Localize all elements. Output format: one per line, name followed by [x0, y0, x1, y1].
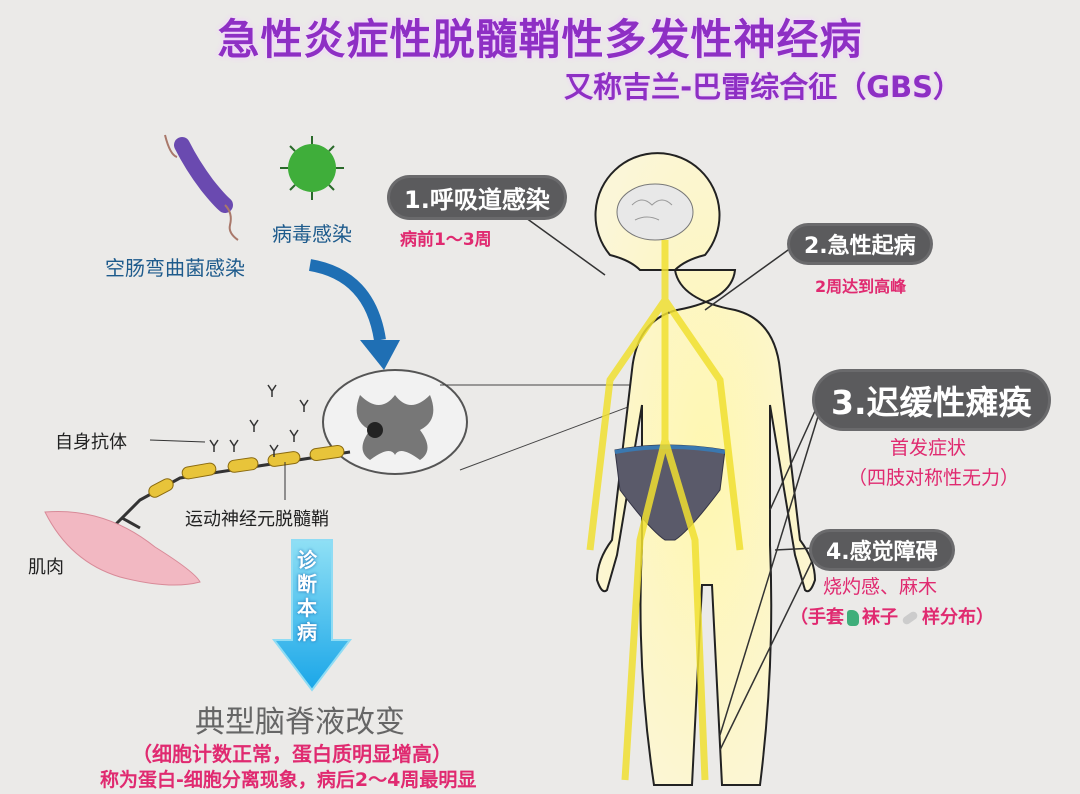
page-title: 急性炎症性脱髓鞘性多发性神经病 [217, 15, 863, 64]
stage-pointer-lines [514, 209, 821, 751]
infection-arrow [308, 259, 386, 342]
glove-text: （手套 [790, 607, 844, 628]
virus-label: 病毒感染 [272, 222, 352, 246]
demyelination-label: 运动神经元脱髓鞘 [185, 509, 329, 530]
stage-1-bubble: 1.呼吸道感染 [390, 178, 564, 217]
spinal-cord-section [322, 369, 468, 475]
stage-3-bubble: 3.迟缓性瘫痪 [815, 372, 1048, 428]
antibody-icons [209, 384, 309, 457]
sock-icon [901, 610, 919, 626]
virus-icon [280, 136, 344, 200]
stage-3-note: 首发症状 [890, 437, 967, 459]
glove-icon [847, 610, 859, 626]
csf-title: 典型脑脊液改变 [195, 705, 405, 740]
csf-note: 称为蛋白-细胞分离现象，病后2～4周最明显 [100, 769, 477, 791]
antibody-label: 自身抗体 [55, 432, 127, 453]
stage-1-note: 病前1～3周 [400, 230, 492, 250]
stage-4-bubble: 4.感觉障碍 [812, 532, 952, 568]
diagnosis-arrow [271, 539, 353, 692]
muscle-shape [44, 510, 201, 586]
csf-detail: （细胞计数正常，蛋白质明显增高） [132, 742, 452, 766]
distribution-text: 样分布） [922, 607, 994, 628]
page-subtitle: 又称吉兰-巴雷综合征（GBS） [564, 70, 962, 104]
stage-4-note2: （手套袜子 样分布） [790, 603, 994, 629]
muscle-label: 肌肉 [28, 557, 64, 578]
stage-2-note: 2周达到高峰 [815, 277, 907, 296]
stage-4-note: 烧灼感、麻木 [823, 576, 938, 598]
stage-2-bubble: 2.急性起病 [790, 226, 930, 262]
diagnosis-arrow-text: 诊断本病 [297, 548, 317, 644]
bacteria-icon [164, 134, 239, 241]
bacteria-label: 空肠弯曲菌感染 [105, 256, 245, 280]
human-body [586, 152, 817, 786]
sock-text: 袜子 [862, 607, 898, 628]
stage-3-note2: （四肢对称性无力） [848, 467, 1020, 489]
